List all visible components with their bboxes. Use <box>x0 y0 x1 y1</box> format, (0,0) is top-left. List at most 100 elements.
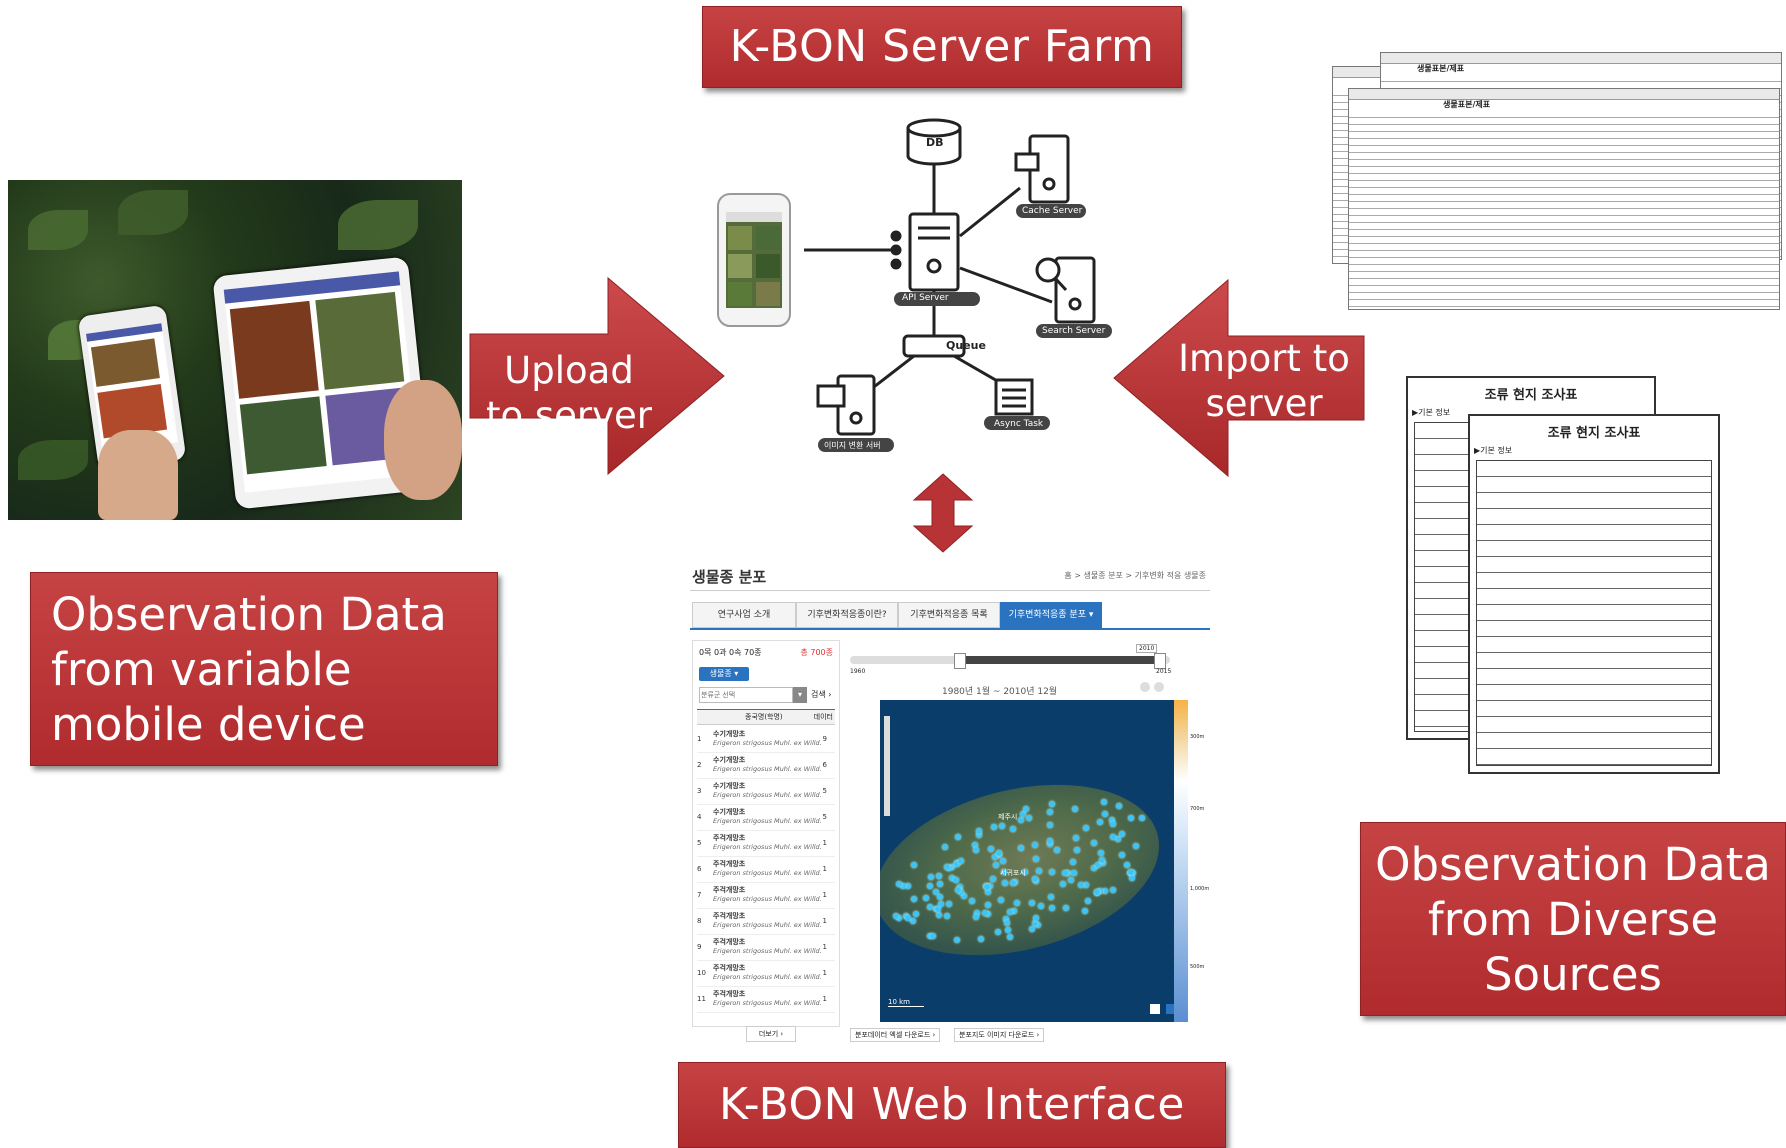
observation-point <box>1100 798 1107 805</box>
survey-form-front: 조류 현지 조사표 ▶기본 정보 <box>1468 414 1720 774</box>
async-task-icon <box>994 378 1034 416</box>
search-button[interactable]: 검색 › <box>811 690 832 699</box>
more-button[interactable]: 더보기 › <box>746 1026 796 1042</box>
print-icon[interactable] <box>1140 682 1150 692</box>
observation-point <box>933 889 940 896</box>
distribution-map[interactable]: 제주시 서귀포시 10 km <box>880 700 1180 1022</box>
row-number: 3 <box>697 787 702 795</box>
observation-point <box>904 883 911 890</box>
observation-point <box>937 901 944 908</box>
list-header: 종국명(학명) 데이터 <box>697 709 835 725</box>
observation-point <box>1123 862 1130 869</box>
year-slider[interactable] <box>850 653 1170 669</box>
observation-point <box>957 858 964 865</box>
species-scientific-name: Erigeron strigosus Muhl. ex Willd. <box>713 739 822 747</box>
spreadsheet-title: 생물표본/제표 <box>1417 64 1465 73</box>
observation-point <box>1099 860 1106 867</box>
spreadsheet-front-title: 생물표본/제표 <box>1443 100 1491 109</box>
observation-point <box>1085 897 1092 904</box>
observation-point <box>1097 818 1104 825</box>
species-scientific-name: Erigeron strigosus Muhl. ex Willd. <box>713 817 822 825</box>
obs-diverse-line-2: from Diverse <box>1427 893 1719 946</box>
tab-what-is[interactable]: 기후변화적응종이란? <box>796 602 898 628</box>
observation-point <box>900 882 907 889</box>
observation-point <box>1060 880 1067 887</box>
observation-point <box>956 884 963 891</box>
taxon-search-input[interactable] <box>699 687 793 703</box>
observation-point <box>893 912 900 919</box>
observation-point <box>982 909 989 916</box>
excel-download-button[interactable]: 분포데이터 엑셀 다운로드 › <box>850 1028 941 1042</box>
observation-point <box>984 888 991 895</box>
observation-point <box>1109 887 1116 894</box>
city-label-jeju: 제주시 <box>998 813 1018 821</box>
observation-point <box>995 929 1002 936</box>
observation-point <box>977 935 984 942</box>
elevation-label-3: 1,000m <box>1190 886 1210 892</box>
slider-start-label: 1960 <box>850 668 866 675</box>
async-task-label: Async Task <box>994 419 1044 429</box>
dropdown-icon[interactable]: ▾ <box>793 687 807 703</box>
observation-point <box>1047 840 1054 847</box>
observation-point <box>1091 840 1098 847</box>
observation-point <box>1077 881 1084 888</box>
observation-point <box>1110 833 1117 840</box>
observation-point <box>1099 856 1106 863</box>
web-interface-screenshot: 생물종 분포 홈 > 생물종 분포 > 기후변화 적응 생물종 연구사업 소개 … <box>690 560 1210 1046</box>
observation-point <box>996 850 1003 857</box>
species-scientific-name: Erigeron strigosus Muhl. ex Willd. <box>713 843 822 851</box>
observation-point <box>1007 908 1014 915</box>
slider-handle-end[interactable] <box>1154 653 1166 669</box>
observation-point <box>944 864 951 871</box>
observation-point <box>1101 810 1108 817</box>
obs-diverse-line-3: Sources <box>1483 948 1662 1001</box>
observation-point <box>930 933 937 940</box>
zoom-control[interactable] <box>884 716 890 816</box>
play-icon[interactable] <box>1154 682 1164 692</box>
row-number: 4 <box>697 813 702 821</box>
observation-point <box>1009 825 1016 832</box>
obs-mobile-line-1: Observation Data <box>51 588 447 641</box>
web-tabs: 연구사업 소개 기후변화적응종이란? 기후변화적응종 목록 기후변화적응종 분포… <box>690 602 1210 630</box>
observation-point <box>1081 908 1088 915</box>
image-download-button[interactable]: 분포지도 이미지 다운로드 › <box>954 1028 1045 1042</box>
upload-line-1: Upload <box>504 349 634 392</box>
category-select[interactable]: 생물종 ▾ <box>699 667 749 681</box>
observation-point <box>1032 915 1039 922</box>
observation-point <box>936 881 943 888</box>
tab-distribution[interactable]: 기후변화적응종 분포 ▾ <box>1000 602 1102 628</box>
slider-handle-start[interactable] <box>954 653 966 669</box>
observation-point <box>1132 842 1139 849</box>
observation-point <box>969 897 976 904</box>
cache-server-icon <box>1014 134 1070 204</box>
locate-icon[interactable] <box>1166 1004 1176 1014</box>
layer-icon[interactable] <box>1150 1004 1160 1014</box>
species-scientific-name: Erigeron strigosus Muhl. ex Willd. <box>713 869 822 877</box>
bidirectional-arrow <box>912 473 974 553</box>
species-korean-name: 주걱개망초 <box>713 834 746 842</box>
tab-project-intro[interactable]: 연구사업 소개 <box>692 602 796 628</box>
observation-point <box>896 915 903 922</box>
survey-form-back-title: 조류 현지 조사표 <box>1484 388 1578 403</box>
tab-species-list[interactable]: 기후변화적응종 목록 <box>898 602 1000 628</box>
observation-point <box>1047 822 1054 829</box>
observation-point <box>1046 837 1053 844</box>
species-data-count: 1 <box>822 943 827 951</box>
observation-point <box>941 843 948 850</box>
observation-point <box>1018 817 1025 824</box>
observation-point <box>1006 933 1013 940</box>
